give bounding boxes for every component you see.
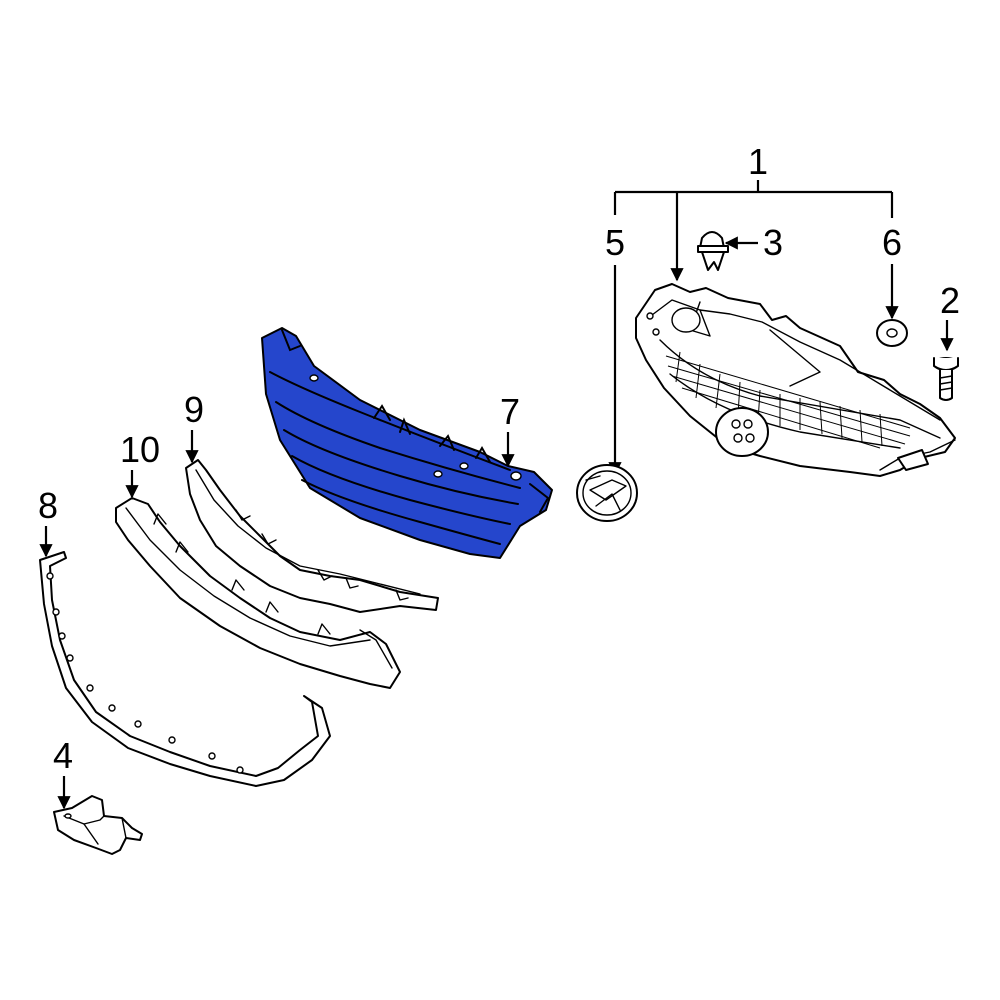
callout-label-3: 3 (763, 222, 783, 263)
callout-label-2: 2 (940, 280, 960, 321)
callout-label-6: 6 (882, 222, 902, 263)
trim-strip-part-8 (39, 551, 331, 787)
molding-part-9 (185, 459, 439, 613)
washer-part-6 (876, 319, 908, 347)
callout-label-7: 7 (500, 391, 520, 432)
callout-label-4: 4 (53, 735, 73, 776)
callout-label-5: 5 (605, 222, 625, 263)
callout-label-10: 10 (120, 429, 160, 470)
bolt-part-2 (933, 357, 959, 401)
clip-part-3 (697, 231, 729, 271)
callout-label-8: 8 (38, 485, 58, 526)
grille-carrier-part-1 (635, 283, 956, 477)
emblem-part-5 (576, 464, 638, 522)
callout-label-1: 1 (748, 141, 768, 182)
leader-bracket-1 (613, 180, 894, 282)
grille-part-7 (261, 327, 553, 559)
bracket-part-4 (53, 795, 143, 855)
callout-label-9: 9 (184, 389, 204, 430)
molding-part-10 (115, 497, 401, 689)
